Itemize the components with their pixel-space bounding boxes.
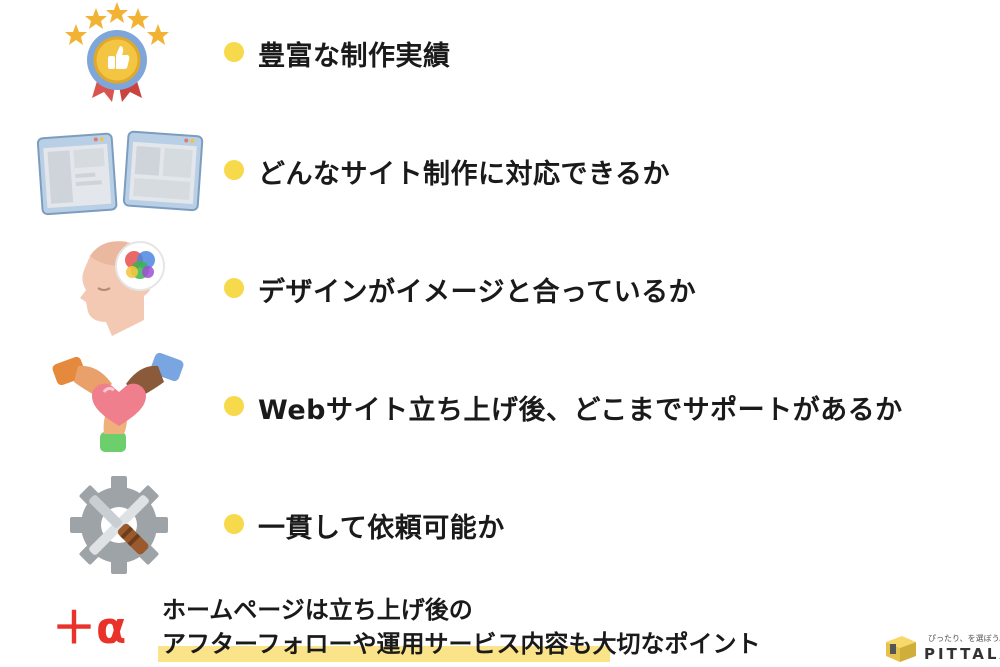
highlight-marker xyxy=(158,646,610,662)
browser-windows-icon xyxy=(36,130,204,216)
handshake-heart-icon xyxy=(52,352,184,452)
head-color-wheel-icon xyxy=(80,241,165,336)
gear-tools-icon xyxy=(70,476,168,574)
item-label: Webサイト立ち上げ後、どこまでサポートがあるか xyxy=(258,395,903,426)
item-label: デザインがイメージと合っているか xyxy=(258,277,697,308)
logo-name: PITTALAB xyxy=(924,645,1000,663)
plus-alpha-line2: アフターフォローや運用サービス内容も大切なポイント xyxy=(162,630,761,658)
item-label: 一貫して依頼可能か xyxy=(258,513,505,544)
bullet-dot xyxy=(224,396,244,416)
bullet-dot xyxy=(224,42,244,62)
item-label: 豊富な制作実績 xyxy=(258,41,451,72)
bullet-dot xyxy=(224,278,244,298)
item-label: どんなサイト制作に対応できるか xyxy=(258,159,670,190)
bullet-dot xyxy=(224,160,244,180)
plus-alpha-line1: ホームページは立ち上げ後の xyxy=(162,596,473,624)
pittalab-logo-icon xyxy=(886,636,916,662)
plus-alpha-symbol: ＋α xyxy=(52,603,127,654)
logo-tagline: ぴったり、を選ぼう。 xyxy=(928,634,1000,643)
bullet-dot xyxy=(224,514,244,534)
medal-thumbs-up-icon xyxy=(65,2,169,102)
